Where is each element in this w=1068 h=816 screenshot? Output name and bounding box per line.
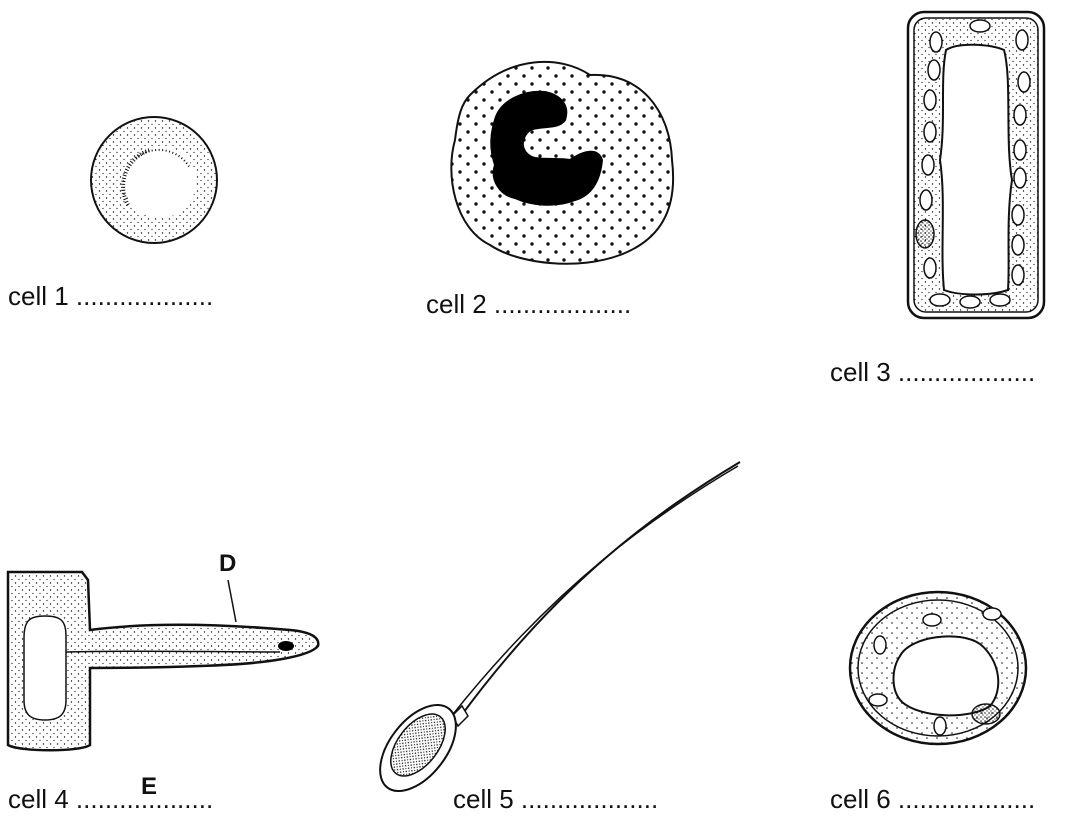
label-d: D [219,552,236,576]
cell-5-sperm-cell [365,462,740,805]
nucleus [972,704,1000,724]
nucleus [278,641,294,651]
nucleus [916,220,934,248]
cell-6-label: cell 6 ................... [830,786,1035,812]
cell-1-red-blood-cell [91,117,217,243]
cell-3-label: cell 3 ................... [830,359,1035,385]
cell-5-label: cell 5 ................... [453,786,658,812]
label-e: E [141,775,157,799]
cell-6-spongy-cell [850,592,1026,744]
cell-1-label: cell 1 ................... [8,283,213,309]
cell-4-label: cell 4 ................... [8,786,213,812]
cell-3-palisade-cell [908,12,1044,318]
cell-4-root-hair-cell [8,572,318,750]
cell-2-white-blood-cell [451,62,673,264]
cell-2-label: cell 2 ................... [426,291,631,317]
